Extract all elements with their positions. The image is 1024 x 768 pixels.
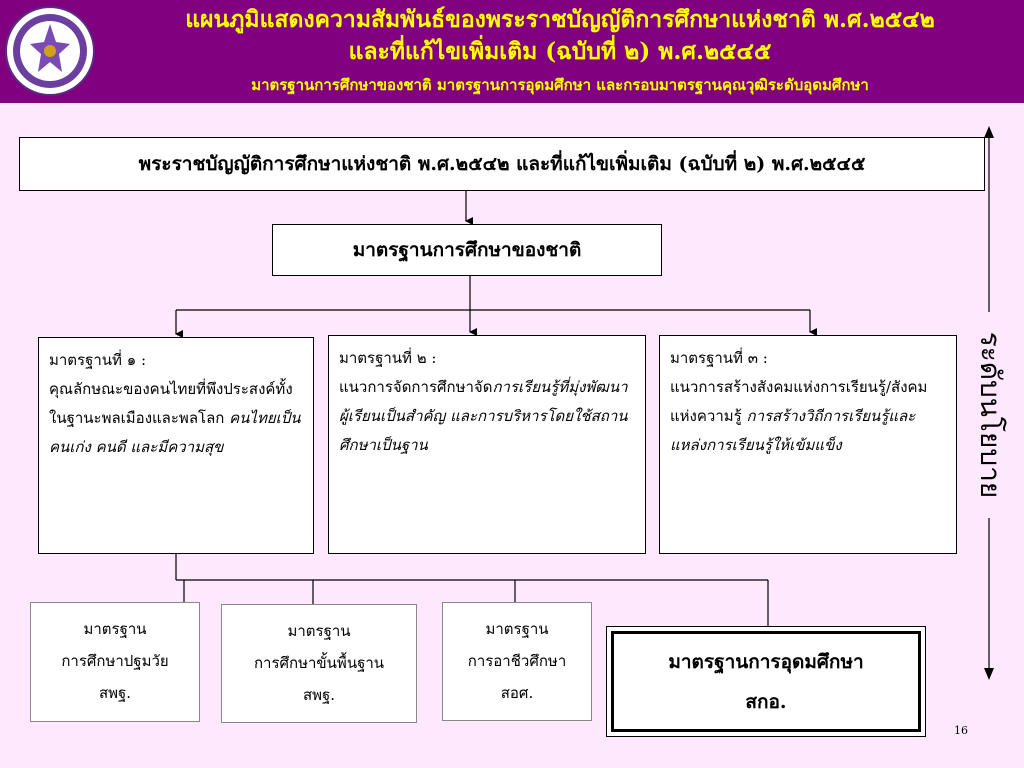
header-banner: แผนภูมิแสดงความสัมพันธ์ของพระราชบัญญัติก… xyxy=(0,0,1024,103)
standard-3-box: มาตรฐานที่ ๓ : แนวการสร้างสังคมแห่งการเร… xyxy=(659,335,957,554)
higher-education-standard-box: มาตรฐานการอุดมศึกษา สกอ. xyxy=(606,626,926,737)
standard-2-italic: การเรียนรู้ที่มุ่งพัฒนาผู้เรียนเป็นสำคัญ… xyxy=(339,378,628,454)
standard-2-heading: มาตรฐานที่ ๒ : xyxy=(339,349,437,367)
page-number: 16 xyxy=(954,724,968,737)
standard-3-heading: มาตรฐานที่ ๓ : xyxy=(670,349,768,367)
sub-line3: สอศ. xyxy=(500,684,534,702)
standard-2-box: มาตรฐานที่ ๒ : แนวการจัดการศึกษาจัดการเร… xyxy=(328,335,646,554)
act-box: พระราชบัญญัติการศึกษาแห่งชาติ พ.ศ.๒๕๔๒ แ… xyxy=(19,137,985,191)
sub-line3: สพฐ. xyxy=(302,686,336,704)
sub-line2: การศึกษาปฐมวัย xyxy=(61,652,169,670)
sub-line3: สพฐ. xyxy=(98,684,132,702)
standard-1-box: มาตรฐานที่ ๑ : คุณลักษณะของคนไทยที่พึงปร… xyxy=(38,337,314,554)
sub-line1: มาตรฐาน xyxy=(83,620,147,638)
standard-1-heading: มาตรฐานที่ ๑ : xyxy=(49,351,147,369)
header-title-line2: และที่แก้ไขเพิ่มเติม (ฉบับที่ ๒) พ.ศ.๒๕๔… xyxy=(348,38,772,65)
policy-level-label: ระดับนโยบาย xyxy=(974,331,1007,499)
sub-line1: มาตรฐาน xyxy=(485,620,549,638)
vocational-standard-box: มาตรฐาน การอาชีวศึกษา สอศ. xyxy=(442,602,592,721)
early-childhood-standard-box: มาตรฐาน การศึกษาปฐมวัย สพฐ. xyxy=(30,602,200,722)
header-title-line1: แผนภูมิแสดงความสัมพันธ์ของพระราชบัญญัติก… xyxy=(185,6,935,33)
national-standard-box: มาตรฐานการศึกษาของชาติ xyxy=(272,224,662,276)
standard-3-italic: การสร้างวิถีการเรียนรู้และแหล่งการเรียนร… xyxy=(670,407,916,454)
standard-2-text: แนวการจัดการศึกษาจัด xyxy=(339,378,493,396)
standard-3-text: แนวการสร้างสังคมแห่งการเรียนรู้/สังคมแห่… xyxy=(670,378,928,425)
university-logo-icon xyxy=(5,6,95,96)
policy-level-label-wrap: ระดับนโยบาย xyxy=(966,315,1024,515)
sub-line1: มาตรฐาน xyxy=(287,622,351,640)
basic-education-standard-box: มาตรฐาน การศึกษาขั้นพื้นฐาน สพฐ. xyxy=(221,604,417,723)
higher-education-inner: มาตรฐานการอุดมศึกษา สกอ. xyxy=(611,631,921,732)
standard-1-italic: คนไทยเป็นคนเก่ง คนดี และมีความสุข xyxy=(49,409,301,456)
standard-1-text: คุณลักษณะของคนไทยที่พึงประสงค์ทั้งในฐานะ… xyxy=(49,380,293,427)
sub-line2: การอาชีวศึกษา xyxy=(467,652,567,670)
higher-line2: สกอ. xyxy=(745,691,787,713)
higher-line1: มาตรฐานการอุดมศึกษา xyxy=(668,651,864,673)
header-subtitle: มาตรฐานการศึกษาของชาติ มาตรฐานการอุดมศึก… xyxy=(251,76,869,94)
sub-line2: การศึกษาขั้นพื้นฐาน xyxy=(253,654,385,672)
